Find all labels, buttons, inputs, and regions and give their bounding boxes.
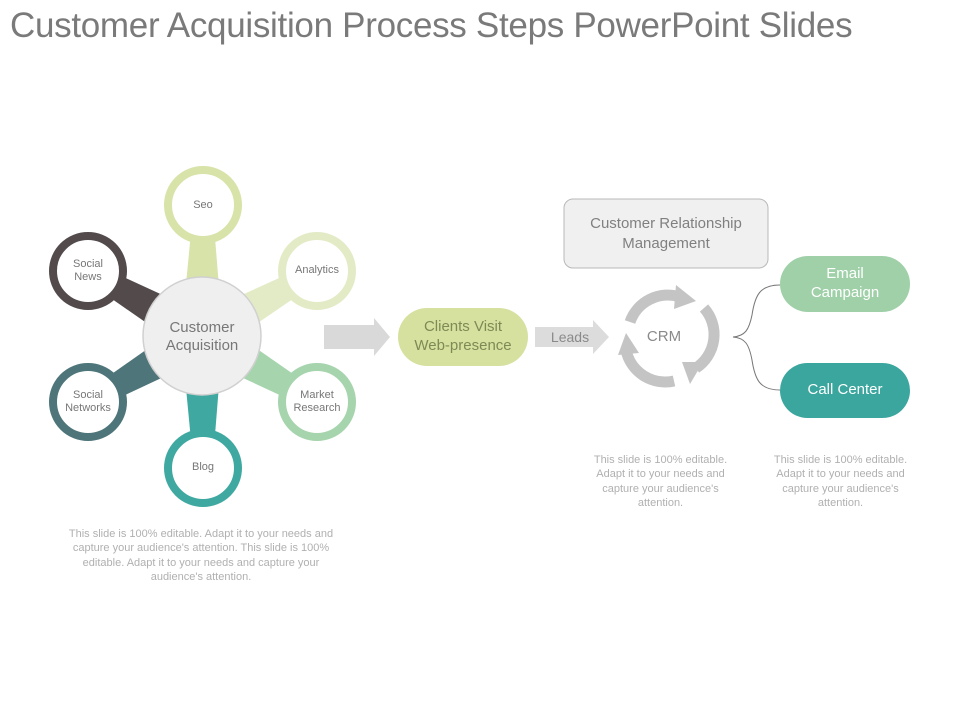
crm-label: CRM	[646, 328, 682, 345]
crm-cycle-arrowheads	[618, 285, 703, 384]
node-analytics-line1: Analytics	[294, 264, 340, 277]
call-center-pill[interactable]	[780, 363, 910, 418]
node-social-news-line2: News	[74, 271, 102, 283]
leads-label: Leads	[550, 328, 590, 345]
crm-caption: This slide is 100% editable. Adapt it to…	[593, 454, 728, 509]
node-ring-analytics[interactable]	[278, 232, 356, 310]
node-social-networks-line2: Networks	[65, 402, 111, 414]
node-label-seo: Seo	[168, 186, 238, 226]
crm-box-line2: Management	[622, 234, 710, 252]
hub-label-line2: Acquisition	[165, 337, 239, 354]
hub-label-line1: Customer	[169, 319, 235, 336]
crm-box-line1: Customer Relationship	[590, 215, 742, 232]
node-seo-line1: Seo	[193, 199, 213, 212]
node-market-line1: Market	[300, 388, 334, 401]
flow-arrow-1	[324, 318, 390, 356]
node-market-line2: Research	[293, 402, 341, 414]
node-ring-seo[interactable]	[164, 166, 242, 244]
email-campaign-pill[interactable]	[780, 256, 910, 312]
brace-connector	[732, 284, 781, 391]
node-blog-line1: Blog	[191, 461, 215, 474]
call-center-label: Call Center	[807, 381, 883, 399]
slide-title: Customer Acquisition Process Steps Power…	[10, 6, 853, 45]
node-ring-social-news[interactable]	[49, 232, 127, 310]
node-social-networks-line1: Social	[73, 388, 103, 401]
node-label-analytics: Analytics	[282, 251, 352, 291]
node-ring-blog[interactable]	[164, 429, 242, 507]
hub-circle	[142, 276, 262, 396]
node-ring-social-networks[interactable]	[49, 363, 127, 441]
node-social-news-line1: Social	[73, 257, 103, 270]
left-caption: This slide is 100% editable. Adapt it to…	[68, 528, 334, 583]
clients-visit-line2: Web-presence	[414, 337, 512, 354]
email-line1: Email	[826, 265, 864, 283]
clients-visit-pill[interactable]	[398, 308, 528, 366]
right-caption: This slide is 100% editable. Adapt it to…	[773, 454, 908, 509]
node-ring-market-research[interactable]	[278, 363, 356, 441]
email-line2: Campaign	[810, 284, 880, 301]
crm-box	[563, 198, 769, 269]
clients-visit-line1: Clients Visit	[423, 318, 503, 336]
leads-arrow	[535, 320, 609, 354]
node-label-blog: Blog	[168, 448, 238, 488]
